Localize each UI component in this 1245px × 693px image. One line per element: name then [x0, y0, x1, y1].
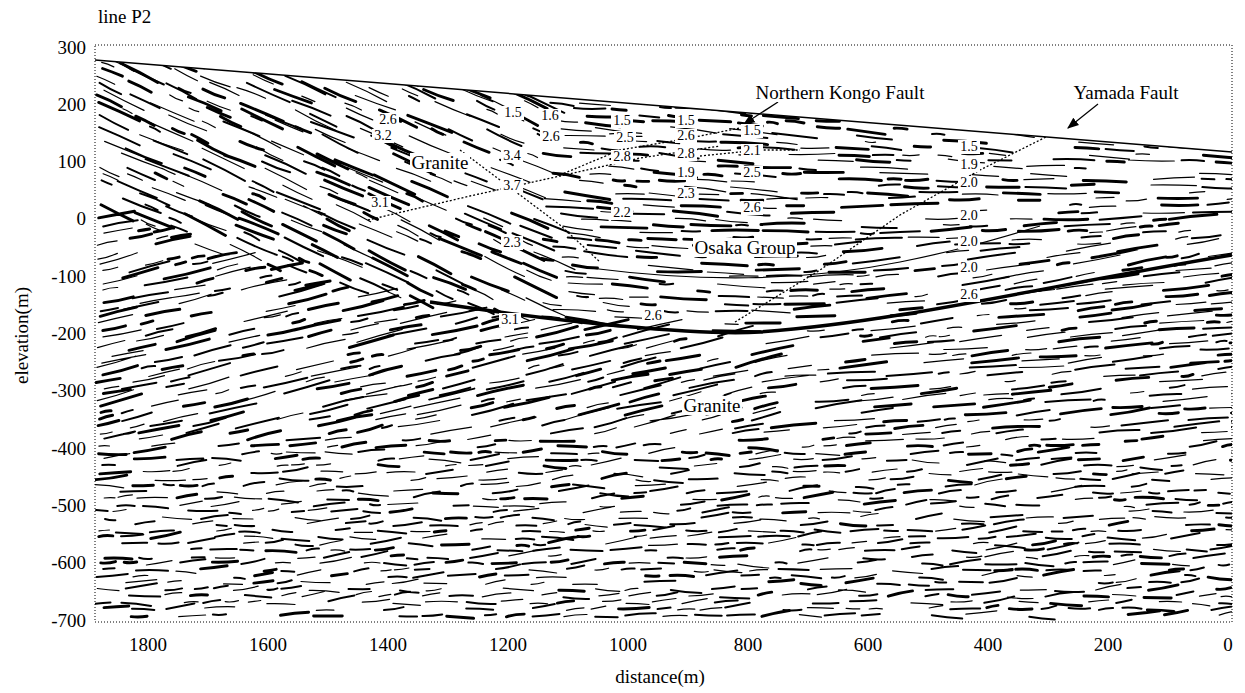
axis-tick-label: 100 [56, 152, 89, 171]
unit-label: Osaka Group [693, 238, 798, 257]
plot-frame [95, 45, 1232, 622]
axis-tick-label: -700 [49, 611, 88, 630]
velocity-value: 2.0 [958, 209, 980, 223]
axis-tick-label: 1800 [127, 635, 169, 654]
axis-tick-label: 0 [75, 209, 89, 228]
fault-label: Northern Kongo Fault [754, 83, 927, 102]
velocity-value: 1.5 [611, 114, 633, 128]
velocity-value: 2.6 [741, 201, 763, 215]
reflector-strokes [95, 49, 1245, 620]
velocity-value: 2.6 [377, 113, 399, 127]
axis-title: elevation(m) [13, 284, 32, 385]
velocity-value: 1.9 [958, 158, 980, 172]
axis-tick-label: 400 [972, 635, 1005, 654]
horizon-line [590, 226, 1040, 278]
velocity-value: 2.0 [958, 176, 980, 190]
axis-tick-label: -200 [49, 324, 88, 343]
velocity-value: 2.6 [540, 130, 562, 144]
axis-title: distance(m) [613, 667, 707, 686]
fault-pointer [744, 102, 778, 124]
axis-tick-label: 600 [852, 635, 885, 654]
velocity-value: 2.5 [741, 166, 763, 180]
reflector-strokes [95, 49, 1245, 617]
axis-tick-label: -400 [49, 439, 88, 458]
velocity-value: 2.6 [675, 129, 697, 143]
axis-tick-label: 1200 [487, 635, 529, 654]
velocity-value: 2.3 [501, 236, 523, 250]
velocity-value: 2.3 [675, 187, 697, 201]
axis-tick-label: 200 [56, 95, 89, 114]
fault-trace [368, 146, 720, 220]
axis-tick-label: -300 [49, 381, 88, 400]
axis-tick-label: 800 [732, 635, 765, 654]
axis-tick-label: 200 [1092, 635, 1125, 654]
velocity-value: 3.2 [372, 129, 394, 143]
velocity-value: 2.6 [958, 288, 980, 302]
axis-tick-label: -500 [49, 496, 88, 515]
fault-label: Yamada Fault [1071, 83, 1180, 102]
velocity-value: 2.2 [611, 206, 633, 220]
unit-label: Granite [410, 153, 471, 172]
ground-surface [95, 60, 1232, 152]
axis-tick-label: 300 [56, 38, 89, 57]
velocity-value: 1.5 [502, 106, 524, 120]
fault-pointer [1068, 104, 1098, 128]
velocity-value: 3.4 [501, 149, 523, 163]
velocity-value: 1.5 [958, 140, 980, 154]
velocity-value: 1.9 [675, 166, 697, 180]
axis-tick-label: -600 [49, 553, 88, 572]
velocity-value: 2.5 [614, 131, 636, 145]
axis-tick-label: 1600 [247, 635, 289, 654]
velocity-value: 1.5 [741, 124, 763, 138]
fault-trace [560, 128, 740, 175]
velocity-value: 2.0 [958, 235, 980, 249]
axis-tick-label: 0 [1221, 635, 1235, 654]
velocity-value: 2.0 [958, 261, 980, 275]
reflector-strokes [96, 49, 1245, 619]
reflector-texture [95, 49, 1245, 620]
velocity-value: 3.1 [499, 313, 521, 327]
velocity-value: 2.8 [611, 150, 633, 164]
velocity-value: 3.1 [369, 196, 391, 210]
panel-title: line P2 [96, 7, 153, 26]
fault-trace [735, 130, 1060, 322]
velocity-value: 2.6 [642, 309, 664, 323]
unit-label: Granite [682, 396, 743, 415]
axis-tick-label: 1400 [367, 635, 409, 654]
axis-tick-label: -100 [49, 267, 88, 286]
velocity-value: 2.1 [741, 144, 763, 158]
horizon-line [430, 255, 1232, 333]
velocity-value: 3.7 [501, 179, 523, 193]
velocity-value: 2.8 [675, 147, 697, 161]
velocity-value: 1.6 [539, 109, 561, 123]
axis-tick-label: 1000 [607, 635, 649, 654]
velocity-value: 1.5 [675, 114, 697, 128]
